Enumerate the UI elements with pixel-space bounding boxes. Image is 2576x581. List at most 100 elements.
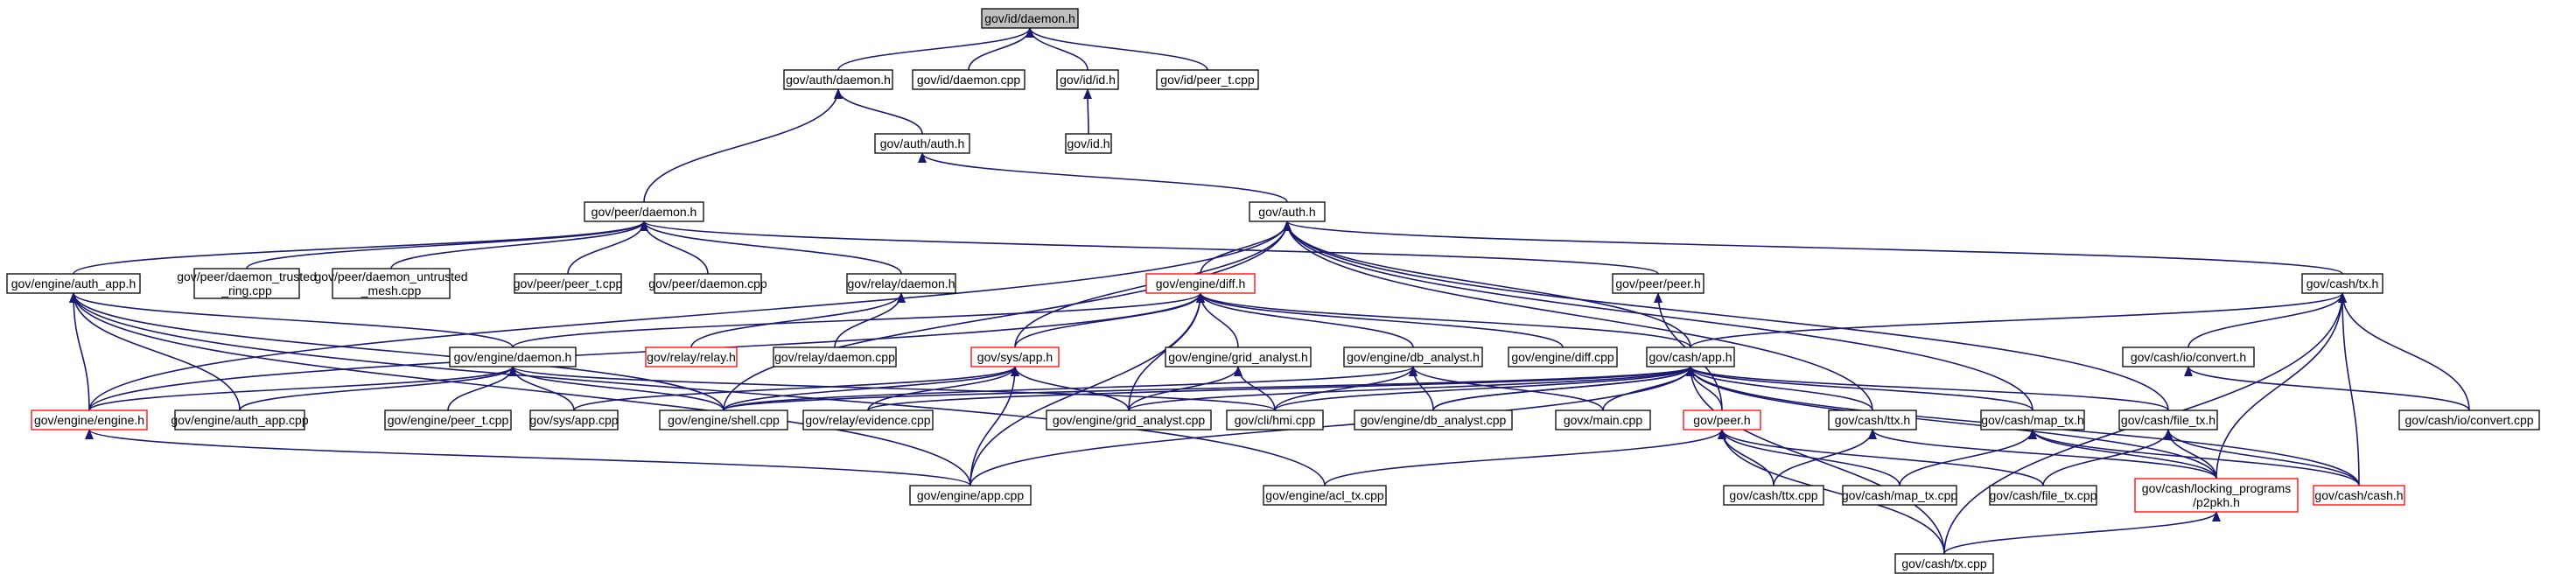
node-gov-id-h[interactable]: gov/id.h [1065, 133, 1112, 154]
node-cash-locking-programs-p2pkh-h[interactable]: gov/cash/locking_programs/p2pkh.h [2134, 478, 2299, 513]
node-cash-file-tx-h[interactable]: gov/cash/file_tx.h [2118, 410, 2218, 430]
edge-engine_engine_h-to-auth_h [88, 220, 1292, 411]
node-cash-map-tx-h[interactable]: gov/cash/map_tx.h [1980, 410, 2085, 430]
edge-engine_shell_cpp-to-engine_db_analyst_h [723, 366, 1418, 411]
node-engine-db-analyst-cpp[interactable]: gov/engine/db_analyst.cpp [1354, 410, 1513, 430]
edge-cash_tx_h-to-auth_h [1283, 220, 2343, 275]
node-peer-daemon-h[interactable]: gov/peer/daemon.h [584, 201, 704, 222]
node-cash-file-tx-cpp[interactable]: gov/cash/file_tx.cpp [1989, 485, 2097, 506]
node-cash-cash-h[interactable]: gov/cash/cash.h [2313, 485, 2405, 506]
node-auth-auth-h[interactable]: gov/auth/auth.h [874, 133, 970, 154]
node-label: govx/main.cpp [1564, 413, 1642, 427]
node-peer-h[interactable]: gov/peer.h [1683, 410, 1761, 430]
edge-engine_db_analyst_h-to-engine_diff_h [1196, 292, 1414, 348]
node-peer-peer-t-cpp[interactable]: gov/peer/peer_t.cpp [514, 273, 623, 294]
edge-engine_shell_cpp-to-sys_app_h [723, 366, 1019, 411]
node-box [1555, 410, 1651, 430]
node-engine-acl-tx-cpp[interactable]: gov/engine/acl_tx.cpp [1263, 485, 1387, 506]
node-label: gov/engine/auth_app.h [11, 276, 136, 290]
node-govx-main-cpp[interactable]: govx/main.cpp [1555, 410, 1651, 430]
node-label: gov/relay/relay.h [647, 350, 736, 364]
edge-relay_evidence_cpp-to-sys_app_h [867, 366, 1019, 411]
node-cash-map-tx-cpp[interactable]: gov/cash/map_tx.cpp [1842, 485, 1958, 506]
node-label: /p2pkh.h [2193, 495, 2240, 509]
edge-cash_file_tx_h-to-auth_h [1283, 220, 2169, 411]
edge-engine_app_cpp-to-engine_diff_h [970, 292, 1205, 486]
node-label: gov/id/daemon.cpp [917, 73, 1021, 87]
edge-cli_hmi_cpp-to-engine_daemon_h [508, 366, 1276, 411]
node-engine-peer-t-cpp[interactable]: gov/engine/peer_t.cpp [384, 410, 512, 430]
edge-engine_auth_app_cpp-to-engine_daemon_h [239, 366, 517, 411]
node-engine-shell-cpp[interactable]: gov/engine/shell.cpp [659, 410, 788, 430]
node-auth-h[interactable]: gov/auth.h [1249, 201, 1326, 222]
node-label: gov/cash/cash.h [2314, 488, 2403, 502]
node-daemon-untrusted-mesh[interactable]: gov/peer/daemon_untrusted_mesh.cpp [314, 268, 468, 299]
node-relay-relay-h[interactable]: gov/relay/relay.h [645, 346, 738, 368]
node-label: gov/cash/locking_programs [2142, 481, 2291, 495]
node-engine-grid-analyst-cpp[interactable]: gov/engine/grid_analyst.cpp [1046, 410, 1212, 430]
node-auth-daemon-h[interactable]: gov/auth/daemon.h [783, 69, 893, 90]
node-label: gov/id/peer_t.cpp [1160, 73, 1255, 87]
edge-cash_locking_programs_p2pkh_h-to-cash_app_h [1686, 366, 2217, 480]
node-sys-app-cpp[interactable]: gov/sys/app.cpp [529, 410, 619, 430]
node-cli-hmi-cpp[interactable]: gov/cli/hmi.cpp [1226, 410, 1324, 430]
node-cash-ttx-h[interactable]: gov/cash/ttx.h [1828, 410, 1917, 430]
node-relay-evidence-cpp[interactable]: gov/relay/evidence.cpp [802, 410, 934, 430]
edge-relay_daemon_h-to-peer_daemon_h [640, 220, 902, 275]
node-engine-grid-analyst-h[interactable]: gov/engine/grid_analyst.h [1165, 346, 1312, 368]
node-cash-io-convert-h[interactable]: gov/cash/io/convert.h [2122, 346, 2255, 368]
node-relay-daemon-cpp[interactable]: gov/relay/daemon.cpp [773, 346, 897, 368]
node-label: gov/peer/peer_t.cpp [514, 276, 623, 290]
node-engine-engine-h[interactable]: gov/engine/engine.h [31, 410, 148, 430]
edge-engine_app_cpp-to-engine_auth_app_h [69, 292, 971, 486]
node-box [645, 346, 738, 368]
edge-cash_map_tx_h-to-cash_app_h [1686, 366, 2034, 411]
edge-engine_daemon_h-to-engine_diff_h [512, 292, 1205, 348]
node-box [193, 268, 300, 299]
node-label: gov/engine/grid_analyst.h [1168, 350, 1308, 364]
node-box [981, 8, 1079, 29]
edge-cash_map_tx_cpp-to-cash_map_tx_h [1899, 429, 2037, 486]
node-box [1249, 201, 1326, 222]
node-peer-peer-h[interactable]: gov/peer/peer.h [1612, 273, 1704, 294]
edge-engine_diff_cpp-to-engine_diff_h [1196, 292, 1564, 348]
node-peer-daemon-cpp[interactable]: gov/peer/daemon.cpp [648, 273, 767, 294]
node-id-id-h[interactable]: gov/id/id.h [1056, 69, 1119, 90]
node-engine-diff-h[interactable]: gov/engine/diff.h [1145, 273, 1256, 294]
edge-govx_main_cpp-to-engine_db_analyst_h [1409, 366, 1604, 411]
node-engine-daemon-h[interactable]: gov/engine/daemon.h [449, 346, 577, 368]
node-box [654, 273, 762, 294]
edge-peer_peer_h-to-peer_daemon_h [640, 220, 1659, 275]
node-label: gov/cash/io/convert.h [2131, 350, 2246, 364]
node-id-daemon-cpp[interactable]: gov/id/daemon.cpp [912, 69, 1026, 90]
node-sys-app-h[interactable]: gov/sys/app.h [970, 346, 1060, 368]
edge-relay_evidence_cpp-to-cash_app_h [867, 366, 1695, 411]
node-box [1842, 485, 1957, 506]
node-peer-t-cpp[interactable]: gov/id/peer_t.cpp [1156, 69, 1259, 90]
node-engine-diff-cpp[interactable]: gov/engine/diff.cpp [1508, 346, 1618, 368]
node-engine-auth-app-h[interactable]: gov/engine/auth_app.h [6, 273, 141, 294]
node-label: gov/engine/app.cpp [917, 488, 1024, 502]
node-cash-ttx-cpp[interactable]: gov/cash/ttx.cpp [1723, 485, 1824, 506]
edge-engine_grid_analyst_cpp-to-cash_app_h [1128, 366, 1695, 411]
node-label: gov/cli/hmi.cpp [1235, 413, 1316, 427]
node-cash-tx-h[interactable]: gov/cash/tx.h [2301, 273, 2384, 294]
node-label: gov/peer.h [1693, 413, 1750, 427]
edge-peer_t_cpp-to-daemon_h [1026, 27, 1208, 71]
node-engine-auth-app-cpp[interactable]: gov/engine/auth_app.cpp [171, 410, 309, 430]
node-daemon-trusted-ring[interactable]: gov/peer/daemon_trusted_ring.cpp [177, 268, 317, 299]
node-cash-tx-cpp[interactable]: gov/cash/tx.cpp [1894, 553, 1994, 574]
node-engine-app-cpp[interactable]: gov/engine/app.cpp [909, 485, 1032, 506]
edge-engine_acl_tx_cpp-to-engine_auth_app_h [69, 292, 1326, 486]
node-daemon-h[interactable]: gov/id/daemon.h [981, 8, 1079, 29]
edge-engine_shell_cpp-to-engine_auth_app_h [69, 292, 724, 411]
node-box [802, 410, 934, 430]
node-label: gov/peer/daemon_trusted [177, 270, 317, 284]
node-label: gov/auth.h [1258, 205, 1315, 219]
node-box [912, 69, 1026, 90]
node-cash-io-convert-cpp[interactable]: gov/cash/io/convert.cpp [2398, 410, 2540, 430]
node-engine-db-analyst-h[interactable]: gov/engine/db_analyst.h [1343, 346, 1483, 368]
node-cash-app-h[interactable]: gov/cash/app.h [1646, 346, 1735, 368]
edge-engine_engine_h-to-engine_auth_app_h [69, 292, 90, 411]
node-relay-daemon-h[interactable]: gov/relay/daemon.h [846, 273, 956, 294]
